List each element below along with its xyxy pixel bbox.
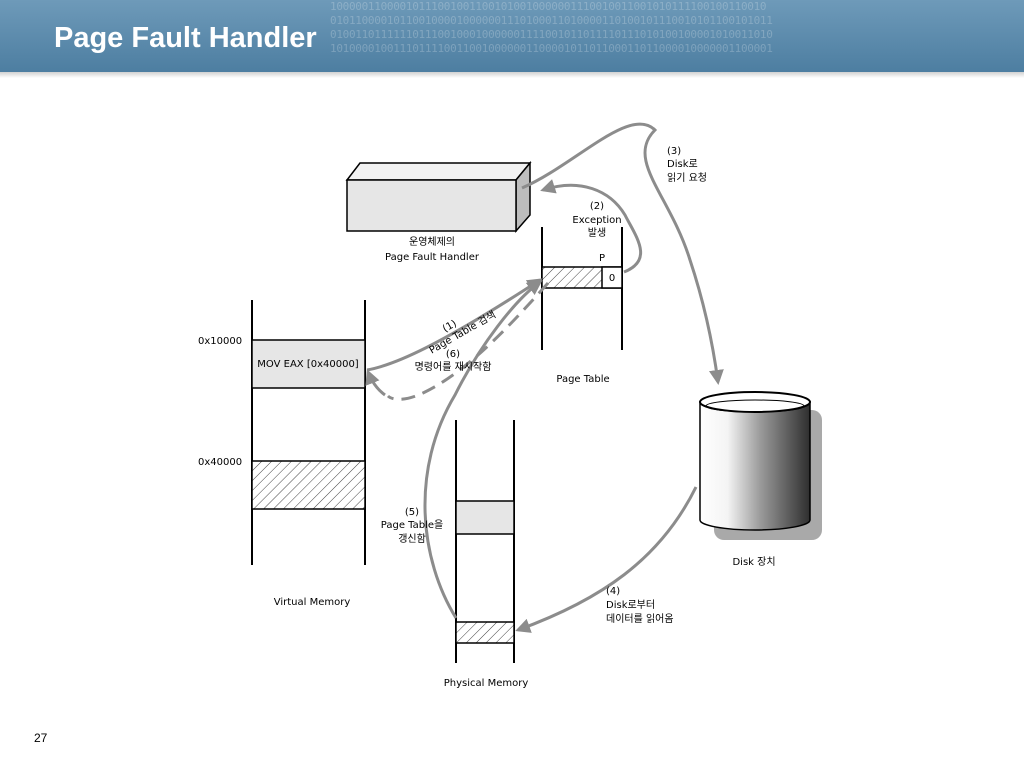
step-2-number: (2): [590, 201, 604, 212]
page-table: [541, 227, 623, 350]
virtual-memory-label: Virtual Memory: [274, 597, 351, 608]
step-1-text: Page Table 검색: [427, 309, 498, 357]
step-4-text-1: Disk로부터: [606, 599, 655, 611]
arrow-step-6-head: [365, 369, 386, 397]
disk-device: [699, 391, 822, 540]
header-shadow: [0, 72, 1024, 78]
step-2-text-2: 발생: [588, 227, 606, 239]
slide-header: 1000001100001011100100110010100100000011…: [0, 0, 1024, 72]
arrow-step-4: [515, 486, 698, 633]
step-3-text-1: Disk로: [667, 159, 698, 170]
step-2-text-1: Exception: [572, 215, 621, 226]
step-4-number: (4): [606, 586, 620, 597]
step-6-text: 명령어를 재시작함: [415, 361, 492, 373]
vm-address-2: 0x40000: [198, 457, 242, 468]
page-table-p-header: P: [599, 253, 605, 264]
slide-title: Page Fault Handler: [54, 22, 317, 54]
step-5-text-1: Page Table을: [381, 519, 443, 531]
os-handler-box: [345, 160, 532, 233]
vm-instruction: MOV EAX [0x40000]: [257, 359, 359, 370]
binary-line: 0101100001011001000010000001110100011010…: [330, 14, 773, 27]
arrow-step-5: [423, 280, 543, 619]
physical-memory: [455, 420, 515, 663]
step-3-text-2: 읽기 요청: [667, 171, 707, 184]
step-4-text-2: 데이터를 읽어옴: [606, 612, 674, 625]
arrow-step-2: [540, 179, 643, 274]
step-6-number: (6): [446, 349, 460, 360]
binary-line: 1010000100111011110011001000000110000101…: [330, 42, 773, 55]
page-number: 27: [34, 731, 48, 745]
os-handler-label-1: 운영체제의: [409, 236, 455, 248]
virtual-memory: [251, 300, 366, 565]
page-table-label: Page Table: [556, 374, 609, 385]
step-3-number: (3): [667, 146, 681, 157]
disk-label: Disk 장치: [732, 556, 775, 568]
binary-line: 0100110111111011100100010000001111001011…: [330, 28, 773, 41]
step-5-text-2: 갱신함: [398, 533, 426, 545]
os-handler-label-2: Page Fault Handler: [385, 252, 480, 263]
arrow-step-6: [386, 282, 550, 401]
page-table-p-value: 0: [609, 273, 615, 284]
arrow-step-1: [366, 278, 543, 372]
vm-address-1: 0x10000: [198, 336, 242, 347]
arrow-step-3: [521, 122, 724, 385]
binary-line: 1000001100001011100100110010100100000011…: [330, 0, 767, 13]
header-binary-pattern: 1000001100001011100100110010100100000011…: [330, 0, 1024, 72]
physical-memory-label: Physical Memory: [444, 678, 529, 689]
step-5-number: (5): [405, 507, 419, 518]
